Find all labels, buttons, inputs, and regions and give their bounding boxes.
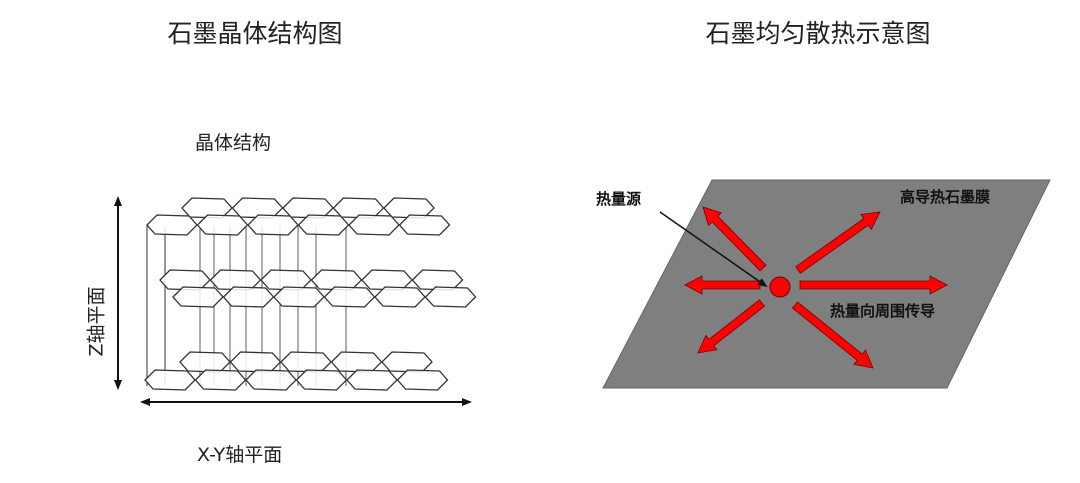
hexagon-cell (194, 369, 247, 391)
graphite-lattice (144, 197, 477, 391)
hexagon-cell (222, 286, 275, 308)
heat-arrow (702, 206, 767, 272)
heat-arrow (697, 299, 766, 354)
hexagon-cell (348, 214, 400, 236)
hexagon-cell (196, 214, 249, 236)
hexagon-cell (381, 351, 433, 373)
heat-arrow (684, 275, 761, 295)
hexagon-cell (346, 369, 398, 391)
hexagon-cell (330, 351, 383, 373)
left-diagram-title: 石墨晶体结构图 (167, 19, 343, 48)
hexagon-cell (297, 214, 350, 236)
heat-arrow (791, 301, 874, 369)
heat-arrow (799, 275, 948, 295)
heat-source-dot (769, 276, 791, 298)
heat-arrows (684, 206, 948, 369)
hexagon-cell (323, 286, 376, 308)
hexagon-cell (172, 286, 224, 308)
hexagon-cell (146, 214, 198, 236)
heat-arrow (795, 211, 881, 274)
right-diagram-title: 石墨均匀散热示意图 (705, 19, 931, 48)
hexagon-cell (424, 286, 477, 308)
film-label: 高导热石墨膜 (900, 188, 991, 206)
hexagon-cell (247, 214, 299, 236)
hexagon-cell (411, 269, 464, 291)
hexagon-cell (273, 286, 325, 308)
heat-source-label: 热量源 (596, 190, 642, 208)
heat-source-leader-line (659, 211, 768, 288)
hexagon-cell (398, 214, 451, 236)
xy-axis-label: X-Y轴平面 (197, 444, 283, 466)
hexagon-cell (280, 351, 332, 373)
hexagon-cell (396, 369, 449, 391)
crystal-structure-label: 晶体结构 (195, 132, 272, 154)
hexagon-cell (179, 351, 231, 373)
hexagon-cell (374, 286, 426, 308)
hexagon-cell (229, 351, 282, 373)
hexagon-cell (245, 369, 297, 391)
hexagon-cell (295, 369, 348, 391)
hexagon-cell (144, 369, 196, 391)
conduction-label: 热量向周围传导 (830, 302, 936, 320)
